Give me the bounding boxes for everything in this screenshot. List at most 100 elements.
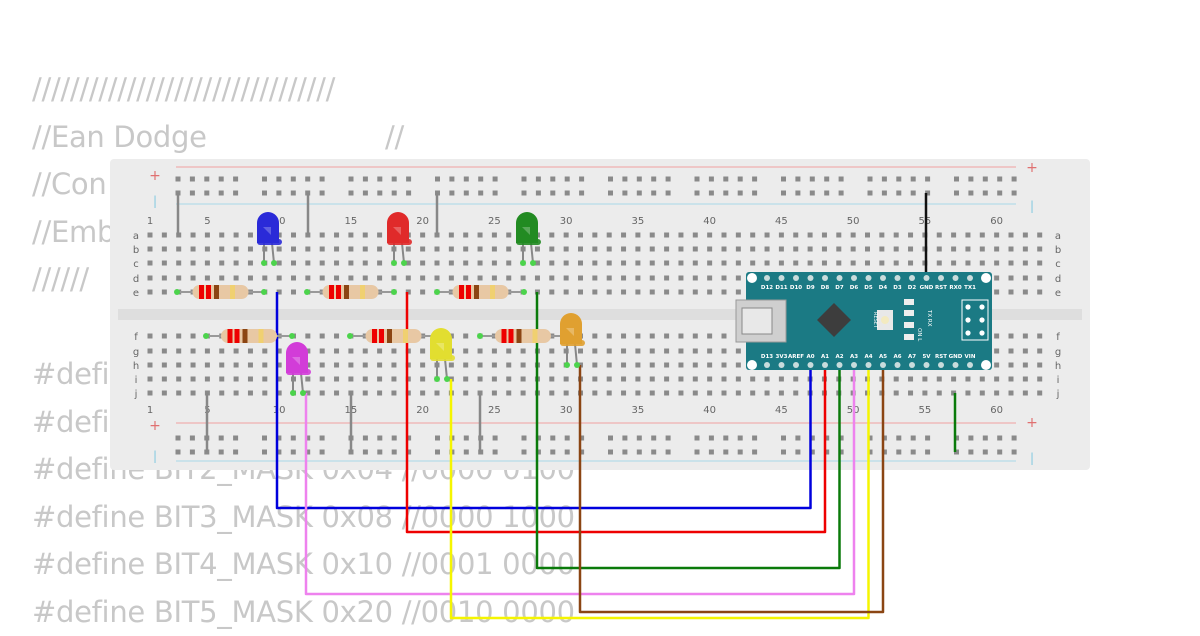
breadboard-hole [607, 363, 612, 368]
rail-hole [810, 177, 815, 182]
breadboard-hole [363, 349, 368, 354]
mount-hole [981, 273, 991, 283]
breadboard-hole [291, 247, 296, 252]
breadboard-hole [664, 276, 669, 281]
breadboard-hole [836, 233, 841, 238]
breadboard-hole [937, 261, 942, 266]
pin-hole [880, 362, 886, 368]
breadboard-hole [234, 363, 239, 368]
lead-end [520, 260, 526, 266]
led-rim [387, 239, 412, 245]
rail-hole [651, 191, 656, 196]
rail-hole [781, 436, 786, 441]
breadboard-hole [937, 391, 942, 396]
rail-hole [550, 436, 555, 441]
rail-hole [320, 177, 325, 182]
breadboard-hole [750, 391, 755, 396]
breadboard-hole [592, 290, 597, 295]
row-letter: j [134, 389, 138, 400]
rail-hole [622, 191, 627, 196]
breadboard-hole [334, 349, 339, 354]
rail-hole [435, 436, 440, 441]
breadboard-hole [492, 363, 497, 368]
breadboard-hole [664, 377, 669, 382]
breadboard-hole [664, 261, 669, 266]
pin-hole [953, 362, 959, 368]
usb-port [742, 308, 772, 334]
breadboard-hole [865, 261, 870, 266]
lead-end [347, 333, 353, 339]
breadboard-hole [678, 363, 683, 368]
rail-hole [190, 450, 195, 455]
breadboard-hole [707, 391, 712, 396]
rail-hole [666, 177, 671, 182]
rail-hole [695, 450, 700, 455]
breadboard-hole [420, 233, 425, 238]
breadboard-hole [506, 391, 511, 396]
rail-hole [233, 177, 238, 182]
breadboard-hole [635, 391, 640, 396]
rail-hole [637, 191, 642, 196]
rail-hole [565, 450, 570, 455]
breadboard-hole [980, 233, 985, 238]
breadboard-hole [176, 349, 181, 354]
breadboard-hole [363, 391, 368, 396]
breadboard-hole [176, 391, 181, 396]
led-rim [516, 239, 541, 245]
breadboard-hole [478, 233, 483, 238]
rail-hole [608, 191, 613, 196]
breadboard-hole [793, 233, 798, 238]
breadboard-hole [148, 391, 153, 396]
breadboard-hole [750, 261, 755, 266]
pin-hole [953, 275, 959, 281]
breadboard-hole [348, 233, 353, 238]
rail-hole [911, 436, 916, 441]
breadboard-hole [535, 247, 540, 252]
breadboard-hole [148, 233, 153, 238]
rail-hole [709, 450, 714, 455]
breadboard-hole [506, 349, 511, 354]
breadboard-hole [205, 276, 210, 281]
breadboard-hole [219, 363, 224, 368]
rail-hole [522, 191, 527, 196]
rail-hole [896, 450, 901, 455]
lead-end [564, 362, 570, 368]
rail-hole [781, 450, 786, 455]
breadboard-hole [478, 276, 483, 281]
rail-hole [1012, 436, 1017, 441]
rail-hole [868, 177, 873, 182]
breadboard-hole [348, 247, 353, 252]
breadboard-hole [176, 334, 181, 339]
breadboard-hole [650, 261, 655, 266]
breadboard-hole [191, 276, 196, 281]
rail-hole [522, 177, 527, 182]
breadboard-hole [348, 349, 353, 354]
breadboard-hole [148, 276, 153, 281]
color-band [490, 285, 495, 299]
breadboard-hole [521, 391, 526, 396]
row-letter: d [1055, 274, 1061, 285]
breadboard-hole [1037, 377, 1042, 382]
breadboard-hole [635, 363, 640, 368]
row-letter: g [1055, 347, 1061, 358]
breadboard-hole [1009, 290, 1014, 295]
breadboard-hole [205, 233, 210, 238]
breadboard-hole [980, 391, 985, 396]
breadboard-hole [750, 233, 755, 238]
rail-hole [911, 191, 916, 196]
breadboard-hole [894, 391, 899, 396]
rail-hole [493, 177, 498, 182]
breadboard-hole [377, 377, 382, 382]
icsp-pin [979, 330, 984, 335]
breadboard-hole [765, 233, 770, 238]
breadboard-hole [463, 334, 468, 339]
breadboard-hole [621, 276, 626, 281]
breadboard-hole [148, 377, 153, 382]
breadboard-hole [779, 391, 784, 396]
pin-label: D9 [806, 285, 815, 291]
row-letter: a [1055, 231, 1061, 242]
breadboard-hole [305, 334, 310, 339]
breadboard-hole [1023, 290, 1028, 295]
breadboard-hole [463, 377, 468, 382]
breadboard-hole [277, 276, 282, 281]
